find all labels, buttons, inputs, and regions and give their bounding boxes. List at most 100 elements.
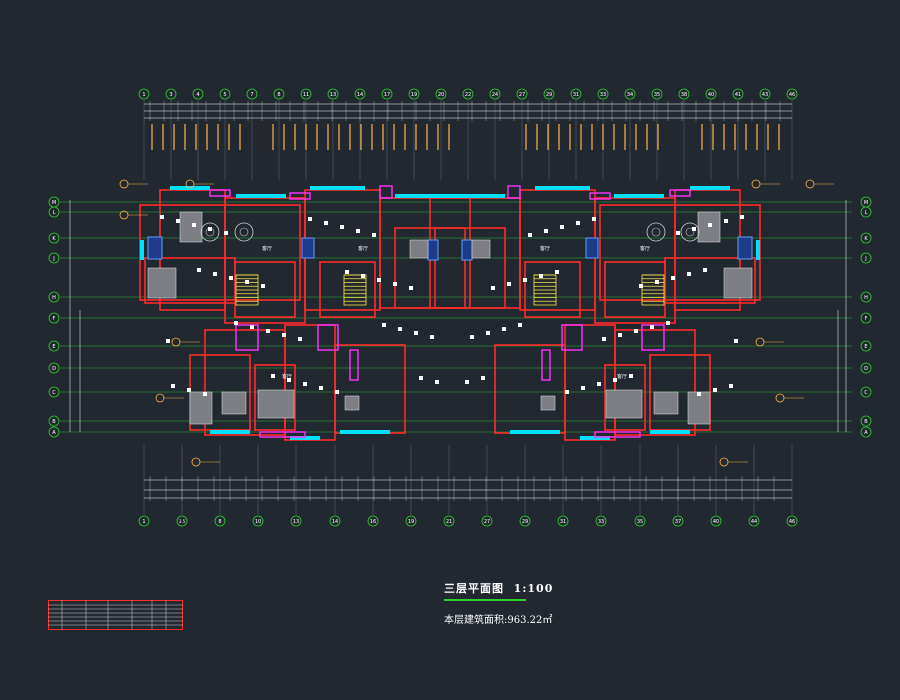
furniture [723,267,753,299]
furniture [257,389,295,419]
drawing-title: 三层平面图 1:100 [444,580,553,596]
annotation-marker [155,393,165,403]
wall-outline [254,364,296,431]
fixture [377,278,381,282]
grid-bubble-label: 46 [789,519,795,525]
fixture [565,390,569,394]
fixture [345,270,349,274]
grid-bubble-label: 41 [735,92,741,98]
dining-table-top [651,227,661,237]
stair [235,274,259,306]
room-label: 客厅 [282,373,292,380]
annotation-marker [719,457,729,467]
fixture [356,229,360,233]
grid-bubble-label: 11 [303,92,309,98]
fixture [618,333,622,337]
grid-axis-left: K [48,232,60,244]
grid-bubble-label: 22 [465,92,471,98]
grid-bubble-label: H [864,295,868,301]
furniture [189,391,213,425]
fixture [687,272,691,276]
grid-bubble-label: J [52,256,54,262]
furniture [344,395,360,411]
grid-bubble-circle [786,515,798,527]
grid-axis-top: 13 [327,88,339,100]
grid-bubble-label: 44 [751,519,757,525]
grid-bubble-circle [48,206,60,218]
grid-axis-left: M [48,196,60,208]
fixture [282,333,286,337]
grid-axis-top: 11 [300,88,312,100]
fixture [176,219,180,223]
furniture [687,391,711,425]
grid-bubble-label: K [52,236,56,242]
window [340,430,390,434]
grid-axis-top: 27 [516,88,528,100]
grid-axis-left: L [48,206,60,218]
grid-axis-bottom: 27 [481,515,493,527]
grid-axis-top: 31 [570,88,582,100]
window [535,186,590,190]
fixture [324,221,328,225]
grid-bubble-circle [786,88,798,100]
fixture [229,276,233,280]
grid-bubble-label: 37 [675,519,681,525]
window [614,194,664,198]
fixture [592,217,596,221]
grid-bubble-label: D [864,366,868,372]
grid-axis-right: A [860,426,872,438]
grid-axis-bottom: 10 [252,515,264,527]
fixture [192,223,196,227]
fixture [629,374,633,378]
fixture [703,268,707,272]
dining-table-top [239,227,249,237]
accent-frame [235,324,259,351]
fixture [481,376,485,380]
grid-axis-top: 1 [138,88,150,100]
fixture [724,219,728,223]
grid-bubble-label: 17 [384,92,390,98]
room-label: 客厅 [262,245,272,252]
grid-bubble-label: A [52,430,56,436]
grid-axis-right: H [860,291,872,303]
floor-area-value: 963.22㎡ [507,615,553,626]
wall-outlines [139,185,761,441]
furniture [540,395,556,411]
fixture [171,384,175,388]
elevator-shaft [737,236,753,260]
fixture [319,386,323,390]
grid-bubble-label: 35 [654,92,660,98]
fixture [491,286,495,290]
grid-axis-top: 4 [192,88,204,100]
grid-axis-left: C [48,386,60,398]
grid-bubble-label: E [864,344,867,350]
accent-frame [379,185,393,199]
grid-bubble-label: 24 [492,92,498,98]
grid-bubble-circle [329,515,341,527]
elevator-shaft [461,239,473,261]
window [510,430,560,434]
grid-bubble-label: J [864,256,866,262]
grid-bubble-circle [48,232,60,244]
grid-bubble-circle [367,515,379,527]
floor-area: 本层建筑面积:963.22㎡ [444,611,553,626]
fixture [335,390,339,394]
grid-bubble-circle [519,515,531,527]
grid-bubble-circle [405,515,417,527]
fixture [613,378,617,382]
grid-axis-top: 41 [732,88,744,100]
grid-bubble-label: B [52,419,56,425]
grid-bubble-circle [48,252,60,264]
fixture [419,376,423,380]
grid-bubble-label: 8 [277,92,280,98]
grid-bubble-label: 38 [681,92,687,98]
window [140,240,144,260]
grid-axis-right: B [860,415,872,427]
accent-frame [541,349,551,381]
fixture [398,327,402,331]
wall-outline [334,344,406,434]
grid-bubble-circle [705,88,717,100]
grid-axis-top: 46 [786,88,798,100]
grid-bubble-circle [595,515,607,527]
grid-bubble-circle [165,88,177,100]
